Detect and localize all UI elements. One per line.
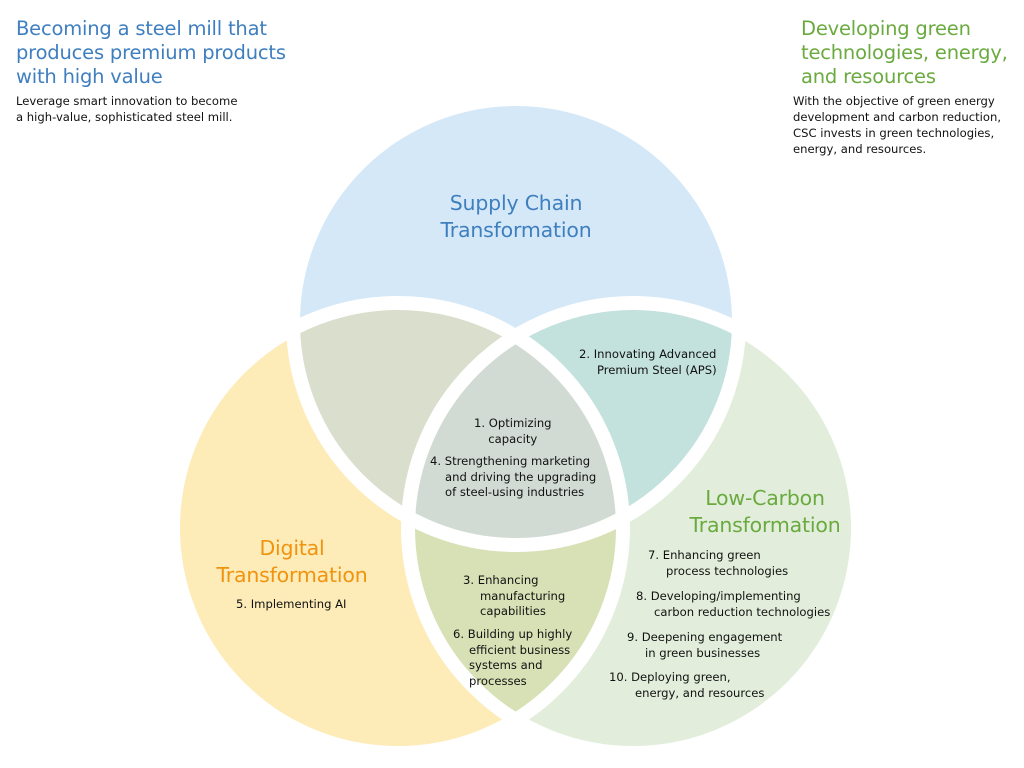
top-right-goal-title: Developing green technologies, energy, a… bbox=[801, 17, 1008, 88]
separator-right bbox=[401, 296, 865, 760]
item-1: 1. Optimizing capacity bbox=[474, 416, 552, 446]
top-right-goal-description: With the objective of green energy devel… bbox=[793, 94, 1002, 156]
top-left-goal: Becoming a steel mill that produces prem… bbox=[16, 17, 316, 125]
item-4: 4. Strengthening marketing and driving t… bbox=[430, 454, 597, 499]
top-left-goal-description: Leverage smart innovation to become a hi… bbox=[16, 94, 238, 124]
digital-label: Digital Transformation bbox=[216, 536, 368, 587]
item-8: 8. Developing/implementing carbon reduct… bbox=[636, 589, 831, 619]
top-right-goal: Developing green technologies, energy, a… bbox=[793, 17, 1021, 157]
item-3: 3. Enhancing manufacturing capabilities bbox=[463, 573, 566, 618]
separator-left bbox=[166, 296, 630, 760]
top-left-goal-title: Becoming a steel mill that produces prem… bbox=[16, 17, 286, 88]
supply-chain-label: Supply Chain Transformation bbox=[440, 191, 592, 242]
item-9: 9. Deepening engagement in green busines… bbox=[627, 630, 783, 660]
item-7: 7. Enhancing green process technologies bbox=[648, 548, 789, 578]
item-6: 6. Building up highly efficient business… bbox=[453, 627, 573, 688]
center-overlap bbox=[408, 303, 623, 545]
item-10: 10. Deploying green, energy, and resourc… bbox=[609, 670, 765, 700]
region-separators bbox=[166, 92, 865, 760]
item-2: 2. Innovating Advanced Premium Steel (AP… bbox=[579, 347, 717, 377]
low-carbon-label: Low-Carbon Transformation bbox=[689, 486, 841, 537]
item-5: 5. Implementing AI bbox=[236, 597, 347, 611]
